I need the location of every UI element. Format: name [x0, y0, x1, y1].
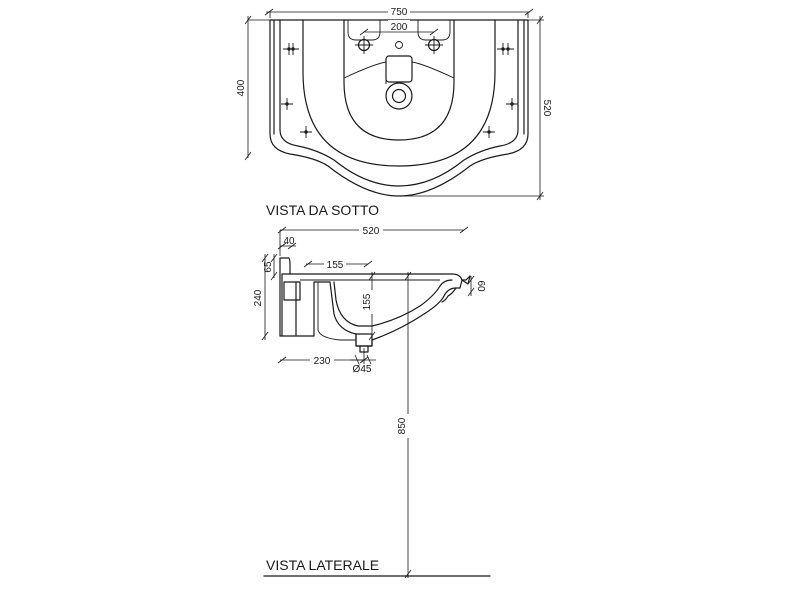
svg-text:520: 520 [541, 100, 552, 117]
dimension-155-v: 155 [362, 271, 376, 341]
dimension-750: 750 [264, 6, 534, 18]
svg-text:200: 200 [391, 22, 408, 33]
basin-inner-contour [279, 19, 519, 187]
svg-text:750: 750 [391, 7, 408, 18]
dimension-60: 60 [467, 275, 486, 297]
dimension-240: 240 [253, 253, 269, 341]
svg-text:65: 65 [263, 261, 274, 273]
dimension-520-top: 520 [400, 15, 552, 201]
svg-text:240: 240 [253, 289, 264, 306]
svg-text:520: 520 [363, 226, 380, 237]
bowl-inner [343, 19, 455, 141]
dimension-400: 400 [236, 15, 270, 161]
overflow-slot [385, 55, 413, 83]
bowl-outer [302, 19, 496, 167]
bottom-view: 750 200 400 520 VISTA DA SOTTO [236, 6, 552, 218]
dimension-230: 230 [277, 348, 369, 367]
back-wall [279, 257, 291, 337]
side-view-title: VISTA LATERALE [266, 557, 379, 573]
top-rim [289, 273, 471, 281]
wall-section [317, 282, 356, 341]
tap-hole-right [425, 36, 443, 54]
body-outer [281, 279, 463, 347]
dimension-200: 200 [359, 20, 439, 36]
bowl-ledge [343, 61, 455, 84]
svg-text:850: 850 [397, 417, 408, 434]
svg-text:40: 40 [283, 236, 295, 247]
dimension-850: 850 [397, 271, 412, 579]
dimension-65: 65 [263, 253, 278, 281]
body-inner [333, 279, 453, 327]
svg-text:230: 230 [314, 356, 331, 367]
bottom-view-title: VISTA DA SOTTO [266, 202, 379, 218]
tap-hole-left [355, 36, 373, 54]
basin-outer-contour [269, 19, 529, 197]
dimension-diameter-45: Ø45 [350, 354, 376, 375]
fixing-points [281, 43, 518, 138]
dimension-520-side: 520 [277, 224, 469, 256]
dimension-155-h: 155 [303, 258, 373, 271]
drain-inner [391, 88, 407, 104]
svg-text:155: 155 [327, 260, 344, 271]
back-block [283, 281, 301, 301]
center-hole [395, 41, 403, 49]
svg-text:Ø45: Ø45 [353, 364, 372, 375]
drain-outer [385, 82, 413, 110]
svg-text:60: 60 [475, 280, 486, 292]
svg-text:155: 155 [362, 293, 373, 310]
side-view: 520 40 65 155 240 155 [253, 224, 491, 579]
svg-text:400: 400 [236, 79, 247, 96]
dimension-40: 40 [277, 236, 297, 250]
side-drain [355, 333, 373, 347]
